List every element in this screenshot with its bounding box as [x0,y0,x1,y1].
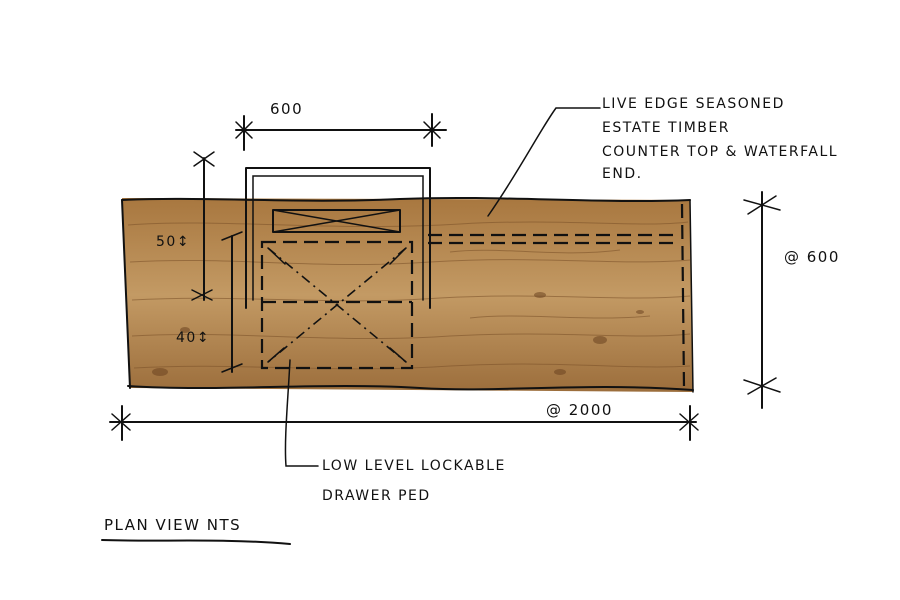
drawer-note-line-1: LOW LEVEL LOCKABLE [322,458,506,474]
drawer-depth-label: 50↕ [156,234,190,250]
timber-note: LIVE EDGE SEASONED ESTATE TIMBER COUNTER… [487,96,838,217]
wood-grain [127,221,691,370]
waterfall-dashed-lines [428,233,680,245]
drawer-note: LOW LEVEL LOCKABLE DRAWER PED [284,359,506,504]
timber-note-line-3: COUNTER TOP & WATERFALL [602,144,838,160]
view-title: PLAN VIEW NTS [101,516,291,545]
wood-knots [152,292,644,376]
dimension-depth: @ 600 [743,191,840,409]
dimension-drawer-width: 600 [235,100,447,151]
dimension-drawer-vertical: 50↕ 40↕ [156,151,243,373]
drawer-pedestal [245,167,431,370]
drawer-height-label: 40↕ [176,330,210,346]
length-label: @ 2000 [546,401,613,419]
timber-note-line-2: ESTATE TIMBER [602,120,730,136]
drawer-width-label: 600 [270,100,303,118]
depth-label: @ 600 [784,248,840,266]
timber-note-line-1: LIVE EDGE SEASONED [602,96,785,112]
timber-countertop [121,196,694,393]
timber-note-line-4: END. [602,166,643,182]
dimension-length: @ 2000 [109,401,699,441]
view-title-text: PLAN VIEW NTS [104,516,241,534]
drawer-note-line-2: DRAWER PED [322,488,431,504]
